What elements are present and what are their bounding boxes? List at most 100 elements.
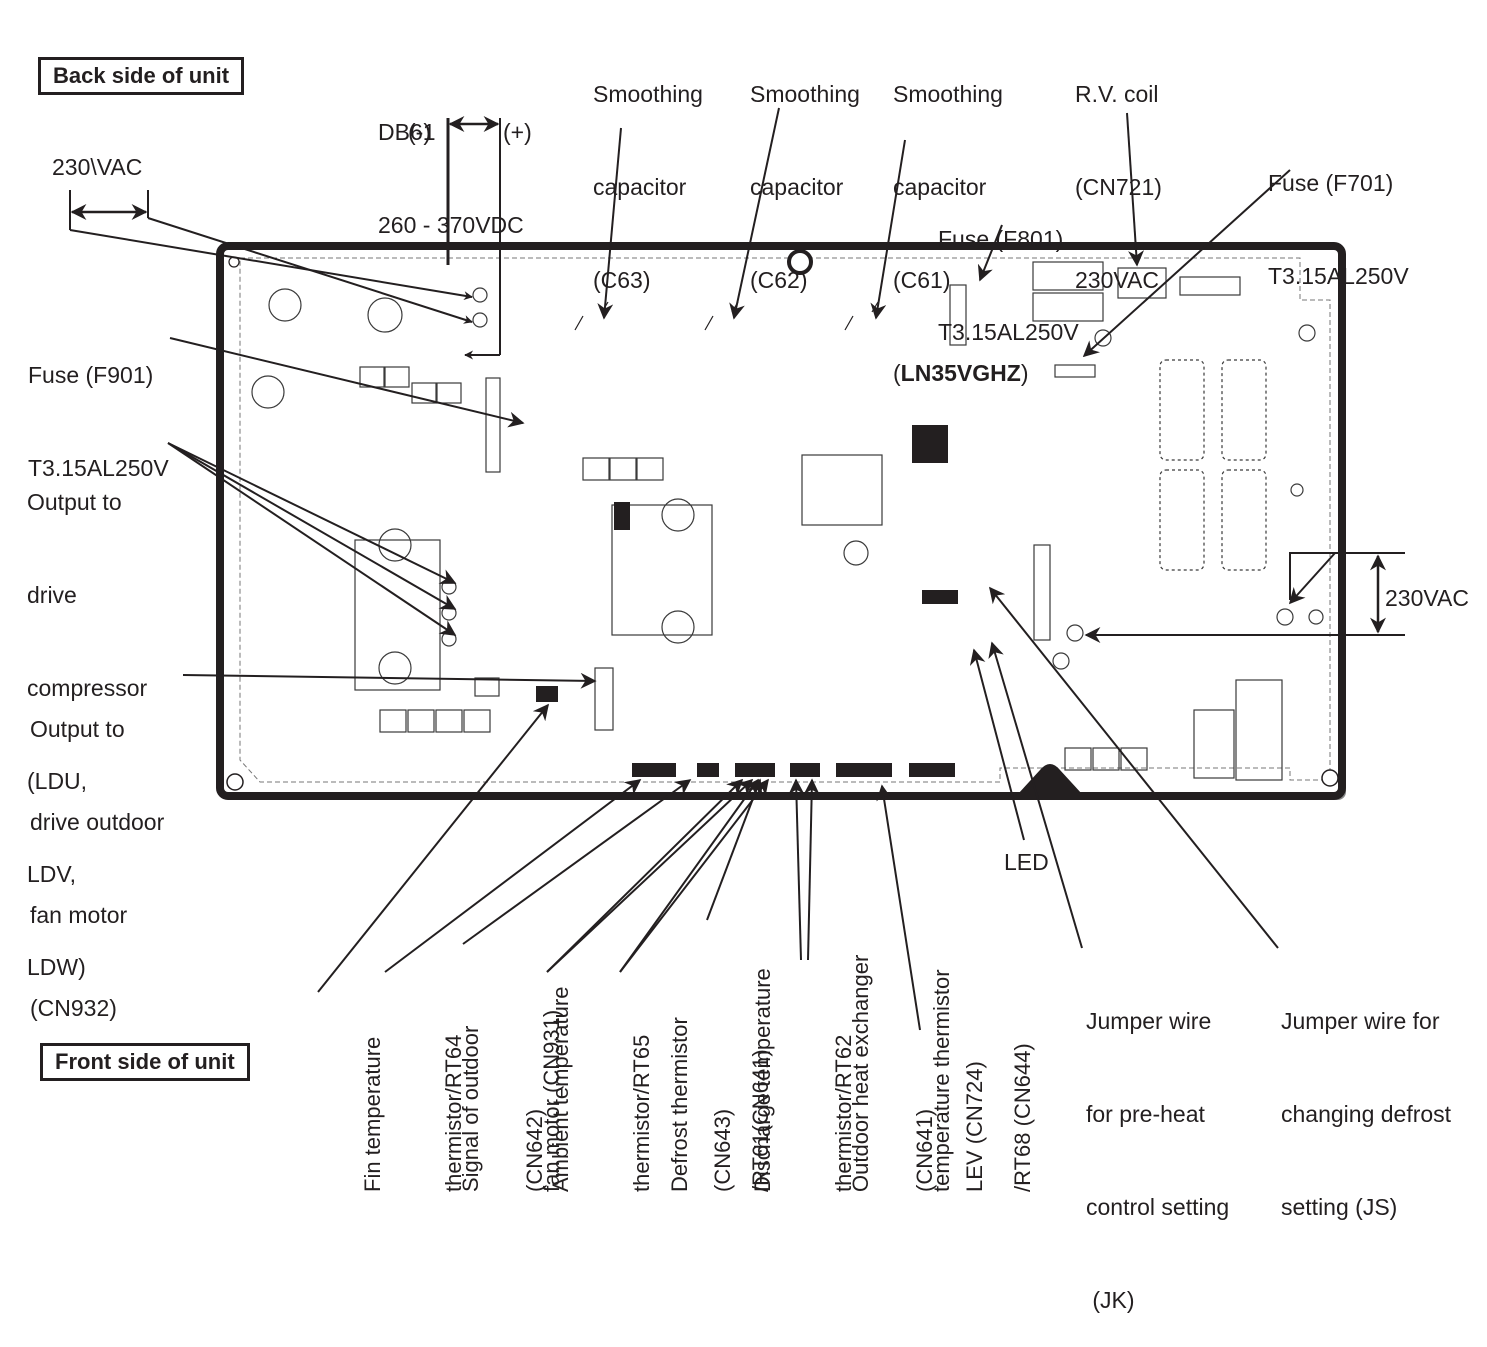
c62-line2: capacitor: [750, 174, 844, 200]
label-line: Discharge temperature: [750, 968, 775, 1192]
board-inner-dashed-outline: [239, 257, 1331, 783]
back-side-label: Back side of unit: [38, 57, 245, 95]
label-line: LEV (CN724): [962, 1061, 987, 1192]
c62-line3: (C62): [750, 267, 808, 293]
terminal-LD71: [1066, 624, 1084, 642]
c62-label: Smoothing capacitor (C62): [750, 17, 860, 327]
db61-name: DB61: [378, 119, 436, 145]
rv-coil-line3: 230VAC: [1075, 267, 1159, 293]
connector-cn604: [909, 763, 955, 777]
connector-cn931: [632, 763, 676, 777]
c61-model: (LN35VGHZ): [893, 360, 1029, 386]
electrolytic-cap: [268, 288, 302, 322]
pcb-board: [216, 242, 1346, 800]
f701-label: Fuse (F701) T3.15AL250V: [1268, 106, 1409, 323]
jk-jumper-label: Jumper wire for pre-heat control setting…: [1086, 944, 1229, 1347]
c63-line2: capacitor: [593, 174, 687, 200]
f901-label: Fuse (F901) T3.15AL250V: [28, 298, 169, 515]
js-line1: Jumper wire for: [1281, 1008, 1440, 1034]
connector-cn643: [697, 763, 719, 777]
mount-hole-top: [787, 249, 813, 275]
pcb-components: [251, 261, 1324, 781]
f801-label: Fuse (F801) T3.15AL250V: [938, 162, 1079, 379]
label-line: Signal of outdoor: [458, 1025, 483, 1192]
db61-negative: (-): [408, 119, 431, 145]
fan-motor-line2: drive outdoor: [30, 809, 165, 835]
electrolytic-cap: [378, 651, 412, 685]
connector-cn641: [735, 763, 775, 777]
mount-hole-bl: [226, 773, 244, 791]
label-line: Fin temperature: [360, 1036, 385, 1192]
compressor-line1: Output to: [27, 489, 122, 515]
compressor-line2: drive: [27, 582, 77, 608]
compressor-line3: compressor: [27, 675, 148, 701]
electrolytic-cap: [843, 540, 869, 566]
db61-label: DB61 260 - 370VDC: [378, 55, 524, 272]
c61-line2: capacitor: [893, 174, 987, 200]
led-label: LED: [1004, 849, 1049, 875]
c63-line1: Smoothing: [593, 81, 703, 107]
ac-output-label: 230VAC: [1385, 585, 1469, 611]
model-name: LN35VGHZ: [900, 360, 1021, 386]
board-outline: [216, 242, 1346, 800]
compressor-line5: LDV,: [27, 861, 77, 887]
c63-label: Smoothing capacitor (C63): [593, 17, 703, 327]
ic862: [912, 425, 948, 463]
terminal-LD70: [472, 287, 488, 303]
f801-line1: Fuse (F801): [938, 226, 1064, 252]
fan-motor-output-label: Output to drive outdoor fan motor (CN932…: [30, 652, 164, 1055]
c62-line1: Smoothing: [750, 81, 860, 107]
terminal-LD61: [1276, 608, 1294, 626]
fan-motor-line4: (CN932): [30, 995, 117, 1021]
compressor-output-label: Output to drive compressor (LDU, LDV, LD…: [27, 425, 147, 1014]
fan-motor-line3: fan motor: [30, 902, 128, 928]
jk-line3: control setting: [1086, 1194, 1230, 1220]
f701-line2: T3.15AL250V: [1268, 263, 1409, 289]
electrolytic-cap: [367, 297, 403, 333]
electrolytic-cap: [661, 498, 695, 532]
js-jumper-label: Jumper wire for changing defrost setting…: [1281, 944, 1451, 1254]
label-line: Outdoor heat exchanger: [848, 954, 873, 1192]
label-line: Ambient temperature: [548, 986, 573, 1192]
terminal-LD65A: [472, 312, 488, 328]
f701-line1: Fuse (F701): [1268, 170, 1394, 196]
compressor-line6: LDW): [27, 954, 86, 980]
terminal-LD61b: [1308, 609, 1324, 625]
c61-label: Smoothing capacitor (C61) (LN35VGHZ): [893, 17, 1028, 420]
lev-label: LEV (CN724): [907, 1061, 1015, 1192]
jk-line1: Jumper wire: [1086, 1008, 1212, 1034]
db61-positive: (+): [503, 119, 532, 145]
rv-coil-line1: R.V. coil: [1075, 81, 1159, 107]
compressor-line4: (LDU,: [27, 768, 88, 794]
mount-hole-br: [1321, 769, 1339, 787]
connector-cn724: [836, 763, 892, 777]
connector-cn644: [790, 763, 820, 777]
electrolytic-cap: [661, 610, 695, 644]
label-line: Defrost thermistor: [667, 1017, 692, 1192]
js-line2: changing defrost: [1281, 1101, 1452, 1127]
c61-line3: (C61): [893, 267, 951, 293]
jk-line2: for pre-heat: [1086, 1101, 1205, 1127]
f901-line1: Fuse (F901): [28, 362, 154, 388]
ac-input-label: 230\VAC: [52, 154, 143, 180]
js-line3: setting (JS): [1281, 1194, 1398, 1220]
cn802-header: [922, 590, 958, 604]
f801-line2: T3.15AL250V: [938, 319, 1079, 345]
fan-motor-line1: Output to: [30, 716, 125, 742]
connector-cn642: [536, 686, 558, 702]
leader-lines: [69, 107, 1405, 1031]
db61-voltage: 260 - 370VDC: [378, 212, 524, 238]
connectors: [536, 425, 958, 777]
c61-line1: Smoothing: [893, 81, 1003, 107]
pcb-diagram: [69, 107, 1405, 1031]
jumper-header: [614, 502, 630, 530]
terminal-LD62: [1298, 324, 1316, 342]
jk-line4: (JK): [1086, 1287, 1135, 1313]
front-side-label: Front side of unit: [40, 1043, 250, 1081]
terminal-LD63: [1094, 329, 1112, 347]
f901-line2: T3.15AL250V: [28, 455, 169, 481]
rv-coil-line2: (CN721): [1075, 174, 1162, 200]
c63-line3: (C63): [593, 267, 651, 293]
electrolytic-cap: [251, 375, 285, 409]
rv-coil-label: R.V. coil (CN721) 230VAC: [1075, 17, 1162, 327]
